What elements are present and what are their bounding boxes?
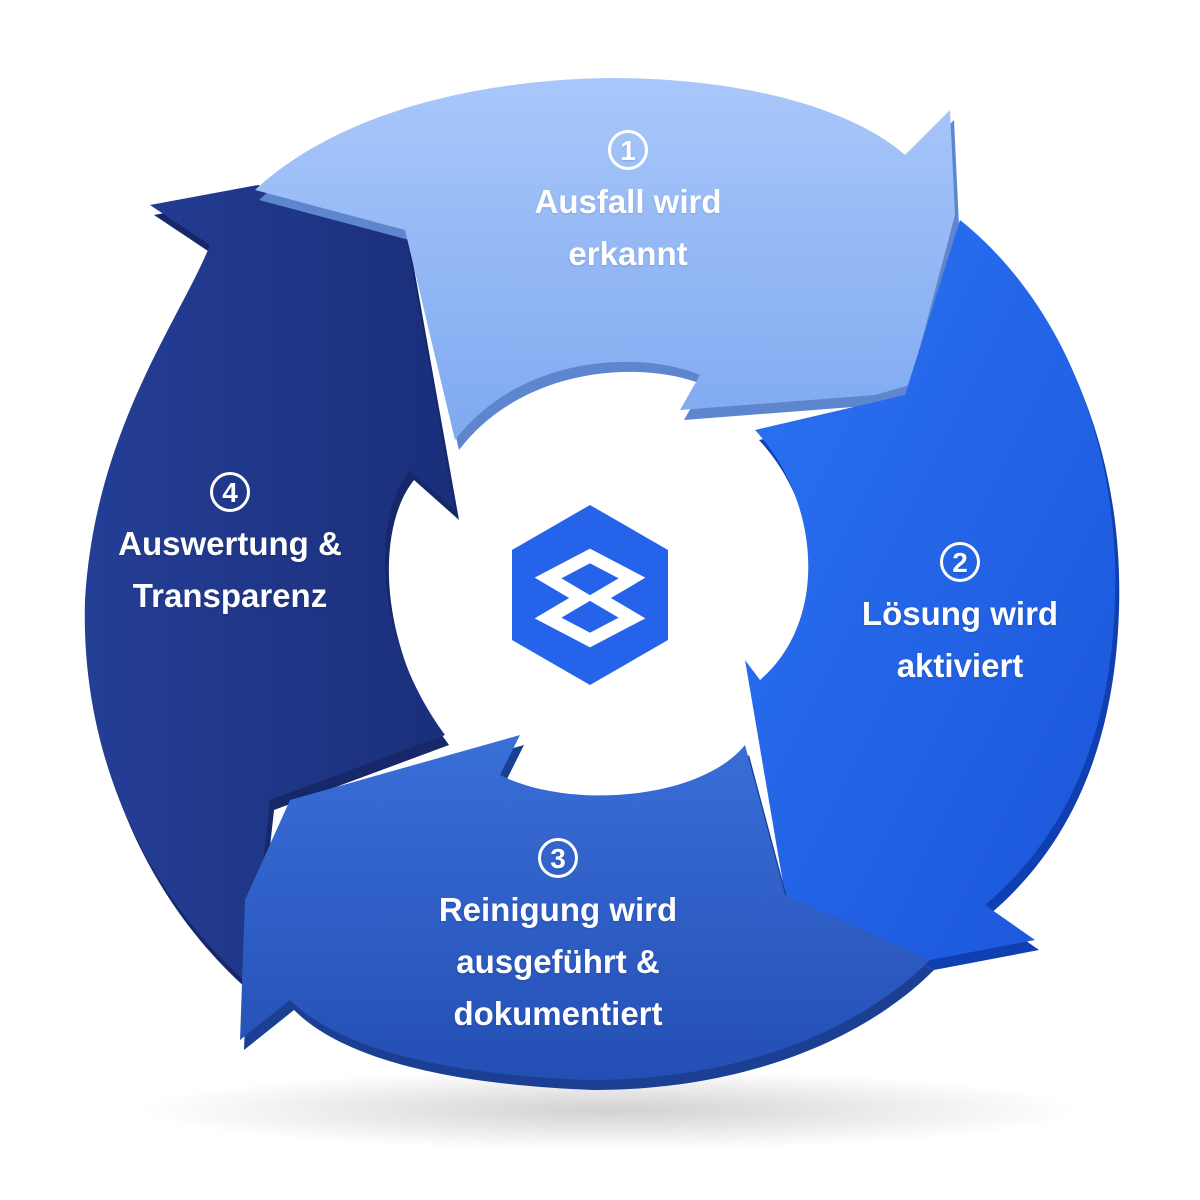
step-4-number: 4 [210,472,250,512]
step-3-number: 3 [538,838,578,878]
step-4-label: 4 Auswertung & Transparenz [80,472,380,622]
ground-shadow [140,1070,1080,1150]
step-2-label: 2 Lösung wird aktiviert [810,542,1110,692]
step-3-line-2: ausgeführt & [456,943,660,980]
step-2-line-2: aktiviert [896,647,1024,684]
arrow-segment-4 [84,185,460,995]
step-1-label: 1 Ausfall wird erkannt [478,130,778,280]
step-4-line-2: Transparenz [132,577,328,614]
step-3-line-1: Reinigung wird [438,891,678,928]
arrow-segment-2 [745,220,1120,970]
step-1-line-1: Ausfall wird [534,183,722,220]
step-4-line-1: Auswertung & [118,525,342,562]
step-1-number: 1 [608,130,648,170]
step-2-number: 2 [940,542,980,582]
company-logo [512,505,668,685]
arrow-segment-3 [240,735,934,1090]
step-1-line-2: erkannt [568,235,688,272]
step-2-line-1: Lösung wird [861,595,1059,632]
step-3-line-3: dokumentiert [453,995,663,1032]
arrow-segment-1 [255,78,959,450]
step-3-label: 3 Reinigung wird ausgeführt & dokumentie… [408,838,708,1040]
